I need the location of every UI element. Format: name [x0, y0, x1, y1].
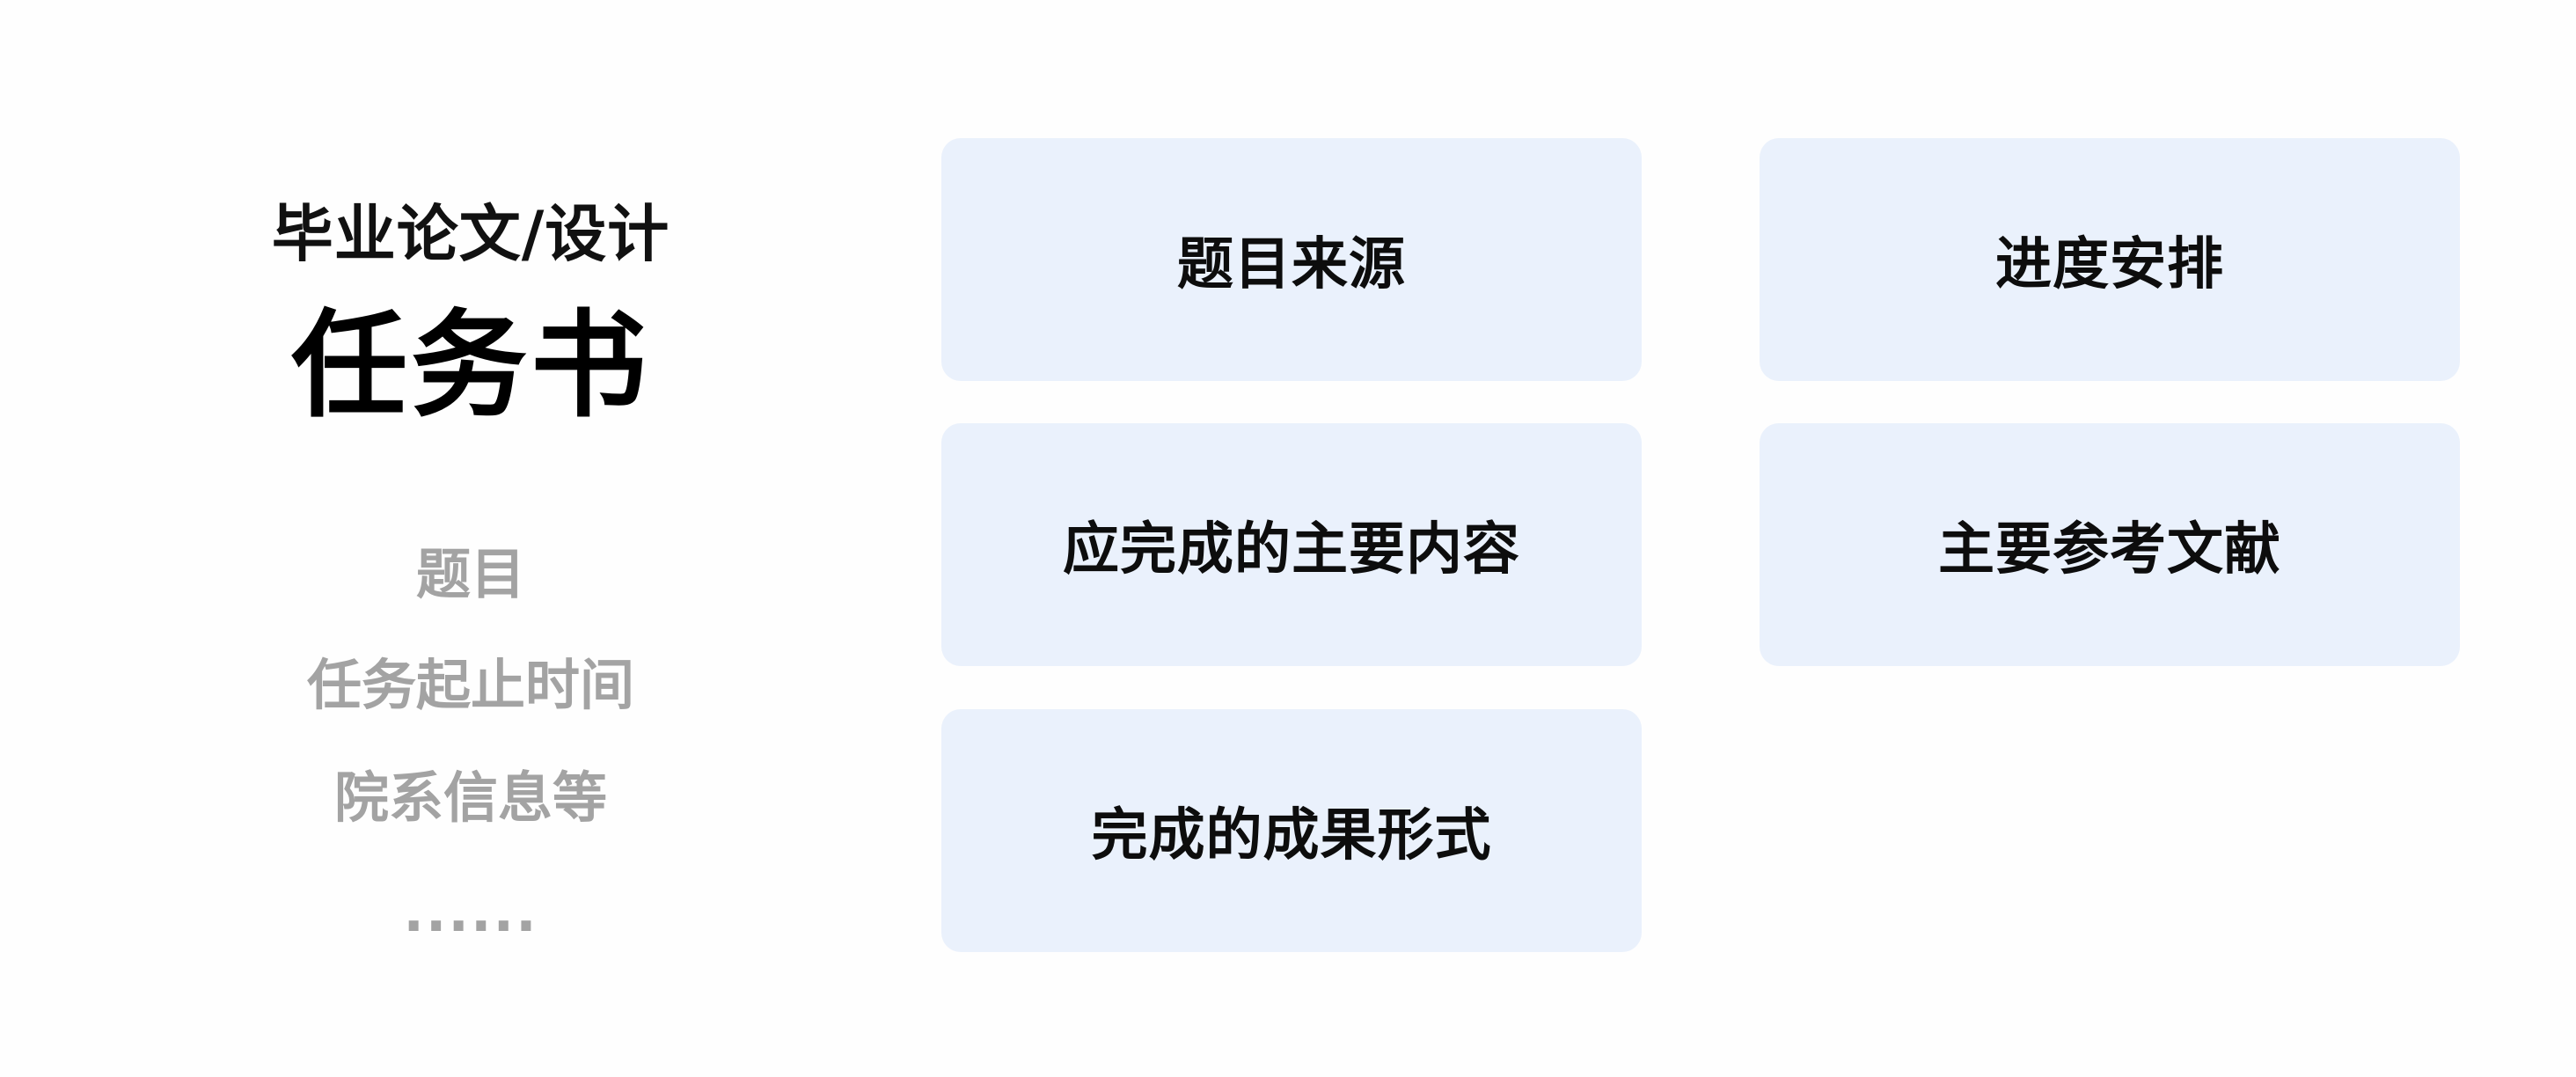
card-deliverable-form: 完成的成果形式 — [941, 709, 1642, 952]
card-label: 主要参考文献 — [1938, 517, 2281, 582]
card-references: 主要参考文献 — [1760, 423, 2460, 666]
info-item-topic: 题目 — [415, 542, 525, 606]
card-schedule: 进度安排 — [1760, 138, 2460, 381]
info-item-duration: 任务起止时间 — [306, 653, 634, 717]
card-main-content: 应完成的主要内容 — [941, 423, 1642, 666]
info-item-department: 院系信息等 — [333, 766, 607, 830]
panel-title: 任务书 — [291, 298, 650, 434]
card-topic-source: 题目来源 — [941, 138, 1642, 381]
card-label: 应完成的主要内容 — [1063, 517, 1520, 582]
info-item-ellipsis: ...... — [403, 880, 538, 944]
panel-subtitle: 毕业论文/设计 — [271, 198, 670, 270]
card-label: 题目来源 — [1177, 232, 1406, 297]
card-label: 完成的成果形式 — [1091, 803, 1492, 868]
card-label: 进度安排 — [1995, 232, 2224, 297]
